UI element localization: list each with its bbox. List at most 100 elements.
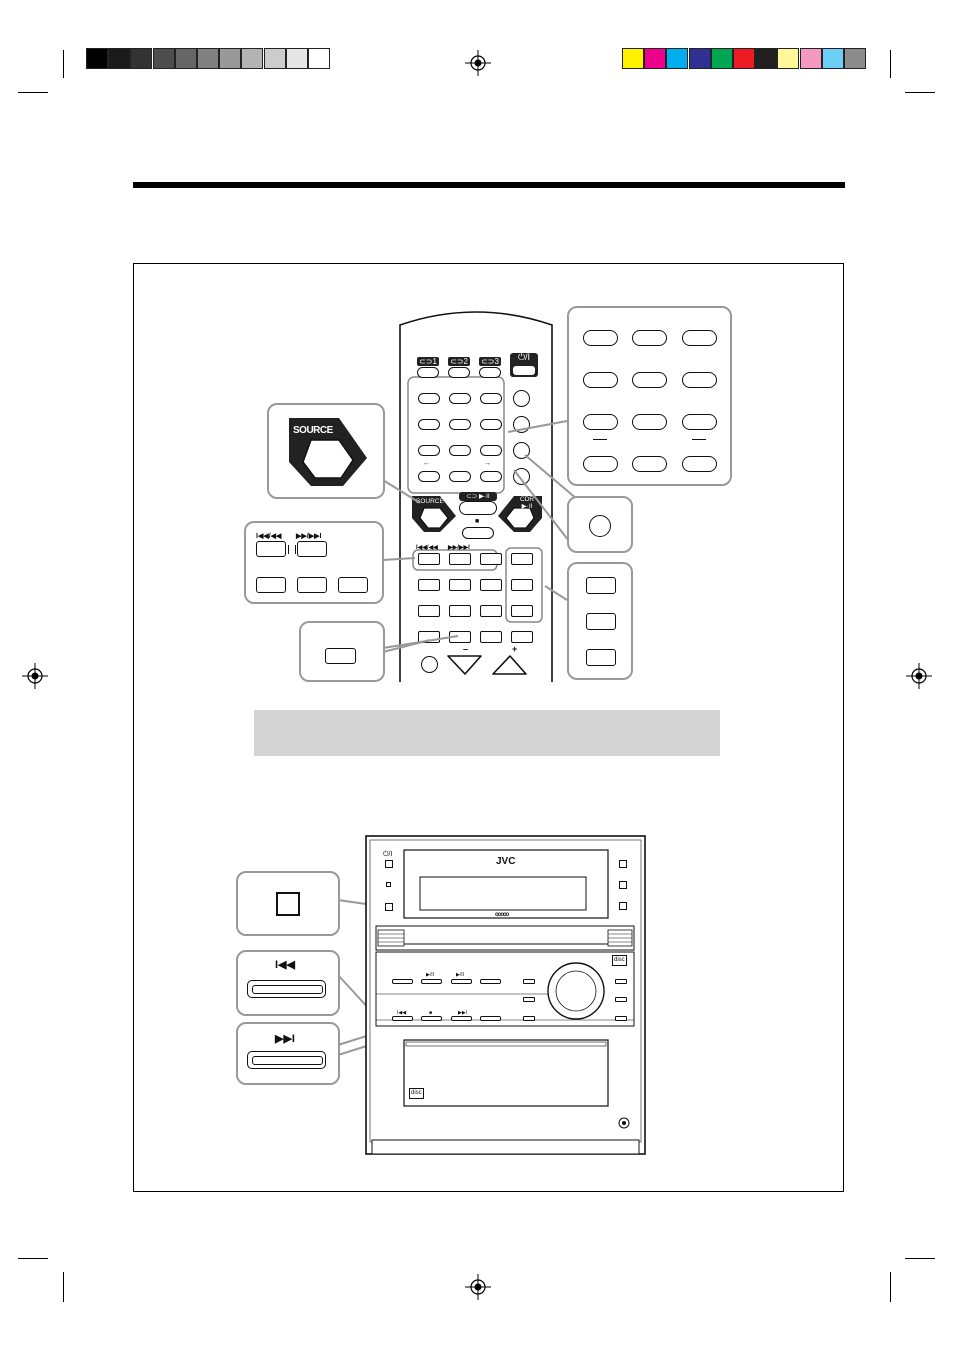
power-button[interactable] bbox=[513, 366, 535, 375]
remote-function-key[interactable] bbox=[449, 605, 471, 617]
cdr-label: CDR▶·II bbox=[520, 496, 534, 510]
registration-swatch bbox=[197, 48, 219, 69]
remote-number-key[interactable] bbox=[480, 471, 502, 482]
sub-logo: ooooo bbox=[495, 912, 509, 918]
callout-number-key[interactable] bbox=[583, 372, 618, 388]
cd-play-button[interactable] bbox=[459, 501, 497, 515]
cd1-button[interactable] bbox=[417, 367, 439, 378]
callout-key-button[interactable] bbox=[297, 577, 327, 593]
unit-side-button[interactable] bbox=[615, 979, 627, 984]
registration-swatch bbox=[733, 48, 755, 69]
callout-number-key[interactable] bbox=[682, 372, 717, 388]
unit-right-button[interactable] bbox=[619, 860, 627, 868]
cd1-number: 1 bbox=[432, 357, 437, 366]
remote-number-key[interactable] bbox=[449, 419, 471, 430]
unit-small-button[interactable] bbox=[523, 979, 535, 984]
callout-round-button[interactable] bbox=[589, 515, 611, 537]
callout-number-key[interactable] bbox=[632, 456, 667, 472]
callout-number-key[interactable] bbox=[682, 330, 717, 346]
remote-number-key[interactable] bbox=[449, 393, 471, 404]
remote-number-key[interactable] bbox=[449, 471, 471, 482]
remote-function-key[interactable] bbox=[511, 605, 533, 617]
unit-transport-button[interactable] bbox=[421, 979, 442, 984]
unit-transport-button[interactable] bbox=[451, 979, 472, 984]
crop-mark bbox=[905, 92, 935, 93]
remote-number-key[interactable] bbox=[480, 393, 502, 404]
remote-number-key[interactable] bbox=[418, 419, 440, 430]
unit-transport-button[interactable] bbox=[421, 1016, 442, 1021]
remote-function-key[interactable] bbox=[418, 605, 440, 617]
source-big-button[interactable] bbox=[285, 410, 370, 490]
remote-function-key[interactable] bbox=[480, 553, 502, 565]
registration-swatch bbox=[130, 48, 153, 69]
crop-mark bbox=[890, 1272, 891, 1302]
callout-key-button[interactable] bbox=[338, 577, 368, 593]
unit-transport-button[interactable] bbox=[480, 979, 501, 984]
callout-side-button[interactable] bbox=[586, 577, 616, 594]
unit-small-button[interactable] bbox=[523, 997, 535, 1002]
remote-function-key[interactable] bbox=[480, 631, 502, 643]
unit-callout-button[interactable] bbox=[276, 892, 300, 916]
skip-back-button[interactable] bbox=[256, 541, 286, 557]
remote-round-button[interactable] bbox=[421, 656, 438, 673]
remote-number-key[interactable] bbox=[480, 419, 502, 430]
remote-function-key[interactable] bbox=[449, 579, 471, 591]
callout-side-button[interactable] bbox=[586, 613, 616, 630]
remote-function-key[interactable] bbox=[511, 579, 533, 591]
remote-function-key[interactable] bbox=[449, 553, 471, 565]
remote-function-key[interactable] bbox=[480, 605, 502, 617]
unit-small-button[interactable] bbox=[523, 1016, 535, 1021]
registration-swatch bbox=[688, 48, 711, 69]
remote-function-key[interactable] bbox=[418, 553, 440, 565]
unit-transport-button[interactable] bbox=[451, 1016, 472, 1021]
unit-small-button[interactable] bbox=[385, 903, 393, 911]
callout-number-key[interactable] bbox=[682, 456, 717, 472]
unit-transport-button[interactable] bbox=[392, 979, 413, 984]
callout-number-key[interactable] bbox=[632, 372, 667, 388]
callout-number-key[interactable] bbox=[583, 330, 618, 346]
remote-number-key[interactable] bbox=[418, 471, 440, 482]
callout-number-key[interactable] bbox=[583, 414, 618, 430]
callout-number-key[interactable] bbox=[682, 414, 717, 430]
skip-forward-button[interactable] bbox=[297, 541, 327, 557]
remote-function-key[interactable] bbox=[511, 553, 533, 565]
registration-swatch bbox=[755, 48, 778, 69]
remote-function-key[interactable] bbox=[511, 631, 533, 643]
callout-side-button[interactable] bbox=[586, 649, 616, 666]
remote-number-key[interactable] bbox=[449, 445, 471, 456]
remote-round-button[interactable] bbox=[513, 390, 530, 407]
remote-number-key[interactable] bbox=[418, 445, 440, 456]
button-inner-groove bbox=[252, 985, 323, 994]
callout-number-key[interactable] bbox=[632, 330, 667, 346]
cd3-number: 3 bbox=[494, 357, 499, 366]
remote-number-key[interactable] bbox=[418, 393, 440, 404]
stop-button[interactable] bbox=[462, 527, 494, 539]
unit-right-button[interactable] bbox=[619, 902, 627, 910]
unit-button-callout bbox=[236, 871, 340, 936]
cd3-button[interactable] bbox=[479, 367, 501, 378]
unit-right-button[interactable] bbox=[619, 881, 627, 889]
source-button[interactable] bbox=[410, 494, 458, 534]
callout-number-key[interactable] bbox=[583, 456, 618, 472]
remote-number-key[interactable] bbox=[480, 445, 502, 456]
callout-key-button[interactable] bbox=[256, 577, 286, 593]
unit-power-button[interactable] bbox=[385, 860, 393, 868]
unit-side-button[interactable] bbox=[615, 1016, 627, 1021]
callout-number-key[interactable] bbox=[632, 414, 667, 430]
cdr-play-button[interactable] bbox=[496, 494, 544, 534]
unit-side-button[interactable] bbox=[615, 997, 627, 1002]
registration-target-icon bbox=[465, 50, 491, 76]
unit-transport-button[interactable] bbox=[480, 1016, 501, 1021]
source-big-label: SOURCE bbox=[293, 425, 333, 436]
unit-transport-button[interactable] bbox=[392, 1016, 413, 1021]
remote-function-key[interactable] bbox=[418, 579, 440, 591]
cd2-button[interactable] bbox=[448, 367, 470, 378]
remote-round-button[interactable] bbox=[513, 468, 530, 485]
remote-function-key[interactable] bbox=[480, 579, 502, 591]
unit-skip-back-label: I◀◀ bbox=[397, 1010, 407, 1016]
volume-down-button[interactable] bbox=[445, 652, 485, 676]
volume-up-button[interactable] bbox=[490, 652, 530, 676]
registration-swatch bbox=[219, 48, 242, 69]
stop-label: ■ bbox=[475, 518, 480, 525]
callout-single-button[interactable] bbox=[325, 648, 356, 664]
